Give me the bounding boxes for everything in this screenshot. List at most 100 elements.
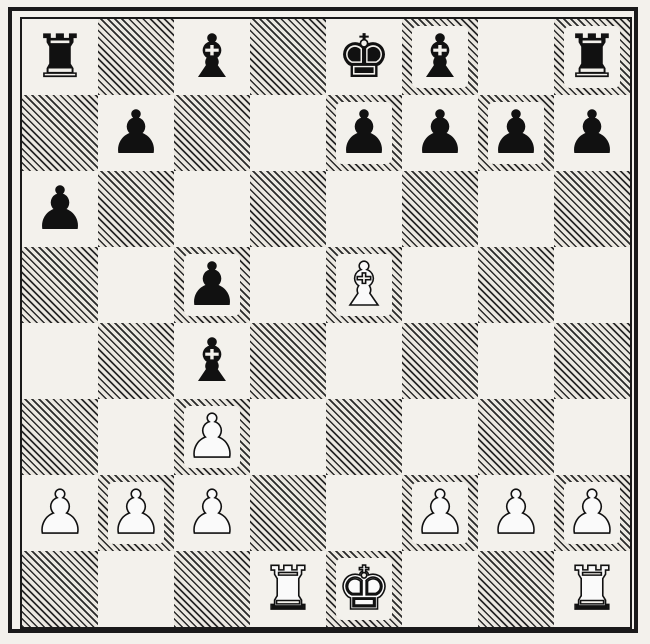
square-c5: ♟ — [174, 247, 250, 323]
square-g7: ♟ — [478, 95, 554, 171]
white-bishop-icon: ♝ — [336, 250, 391, 320]
black-pawn-icon: ♟ — [337, 98, 391, 168]
black-bishop-icon: ♝ — [185, 326, 239, 396]
square-f5 — [402, 247, 478, 323]
square-c2: ♟ — [174, 475, 250, 551]
square-e6 — [326, 171, 402, 247]
piece-background — [336, 558, 392, 620]
square-g4 — [478, 323, 554, 399]
square-f2: ♟ — [402, 475, 478, 551]
square-g1 — [478, 551, 554, 627]
square-h2: ♟ — [554, 475, 630, 551]
square-f3 — [402, 399, 478, 475]
piece-background — [336, 254, 392, 316]
square-d1: ♜ — [250, 551, 326, 627]
piece-background — [184, 254, 240, 316]
square-e1: ♚ — [326, 551, 402, 627]
square-h4 — [554, 323, 630, 399]
piece-background — [488, 102, 544, 164]
square-b5 — [98, 247, 174, 323]
white-king-icon: ♚ — [336, 554, 391, 624]
square-g6 — [478, 171, 554, 247]
white-pawn-icon: ♟ — [184, 478, 239, 548]
square-d7 — [250, 95, 326, 171]
piece-background — [336, 102, 392, 164]
square-e2 — [326, 475, 402, 551]
square-h6 — [554, 171, 630, 247]
chess-board: ♜♝♚♝♜♟♟♟♟♟♟♟♝♝♟♟♟♟♟♟♟♜♚♜ — [20, 17, 632, 629]
square-c8: ♝ — [174, 19, 250, 95]
piece-background — [184, 406, 240, 468]
square-b7: ♟ — [98, 95, 174, 171]
white-pawn-icon: ♟ — [412, 478, 467, 548]
white-pawn-icon: ♟ — [564, 478, 619, 548]
black-rook-icon: ♜ — [565, 22, 619, 92]
square-a8: ♜ — [22, 19, 98, 95]
black-bishop-icon: ♝ — [185, 22, 239, 92]
square-g8 — [478, 19, 554, 95]
square-h5 — [554, 247, 630, 323]
square-a2: ♟ — [22, 475, 98, 551]
white-pawn-icon: ♟ — [32, 478, 87, 548]
white-pawn-icon: ♟ — [488, 478, 543, 548]
square-e3 — [326, 399, 402, 475]
square-f4 — [402, 323, 478, 399]
square-h8: ♜ — [554, 19, 630, 95]
square-g3 — [478, 399, 554, 475]
square-b2: ♟ — [98, 475, 174, 551]
black-rook-icon: ♜ — [33, 22, 87, 92]
square-f7: ♟ — [402, 95, 478, 171]
square-b3 — [98, 399, 174, 475]
white-rook-icon: ♜ — [260, 554, 315, 624]
square-g5 — [478, 247, 554, 323]
piece-background — [412, 26, 468, 88]
black-bishop-icon: ♝ — [413, 22, 467, 92]
piece-background — [412, 482, 468, 544]
square-f1 — [402, 551, 478, 627]
black-pawn-icon: ♟ — [185, 250, 239, 320]
square-d3 — [250, 399, 326, 475]
black-pawn-icon: ♟ — [33, 174, 87, 244]
square-e5: ♝ — [326, 247, 402, 323]
black-pawn-icon: ♟ — [565, 98, 619, 168]
square-d6 — [250, 171, 326, 247]
square-a5 — [22, 247, 98, 323]
square-c4: ♝ — [174, 323, 250, 399]
black-pawn-icon: ♟ — [413, 98, 467, 168]
black-pawn-icon: ♟ — [109, 98, 163, 168]
square-a3 — [22, 399, 98, 475]
black-pawn-icon: ♟ — [489, 98, 543, 168]
square-c1 — [174, 551, 250, 627]
square-f6 — [402, 171, 478, 247]
square-d4 — [250, 323, 326, 399]
square-c7 — [174, 95, 250, 171]
square-c3: ♟ — [174, 399, 250, 475]
square-a6: ♟ — [22, 171, 98, 247]
black-king-icon: ♚ — [337, 22, 391, 92]
square-h1: ♜ — [554, 551, 630, 627]
square-d8 — [250, 19, 326, 95]
square-e7: ♟ — [326, 95, 402, 171]
square-a7 — [22, 95, 98, 171]
square-b6 — [98, 171, 174, 247]
piece-background — [564, 26, 620, 88]
piece-background — [564, 482, 620, 544]
white-rook-icon: ♜ — [564, 554, 619, 624]
white-pawn-icon: ♟ — [108, 478, 163, 548]
square-d5 — [250, 247, 326, 323]
square-c6 — [174, 171, 250, 247]
square-a4 — [22, 323, 98, 399]
piece-background — [108, 482, 164, 544]
square-b4 — [98, 323, 174, 399]
square-e4 — [326, 323, 402, 399]
square-g2: ♟ — [478, 475, 554, 551]
square-b1 — [98, 551, 174, 627]
square-b8 — [98, 19, 174, 95]
white-pawn-icon: ♟ — [184, 402, 239, 472]
square-e8: ♚ — [326, 19, 402, 95]
square-f8: ♝ — [402, 19, 478, 95]
square-h7: ♟ — [554, 95, 630, 171]
square-h3 — [554, 399, 630, 475]
square-a1 — [22, 551, 98, 627]
square-d2 — [250, 475, 326, 551]
